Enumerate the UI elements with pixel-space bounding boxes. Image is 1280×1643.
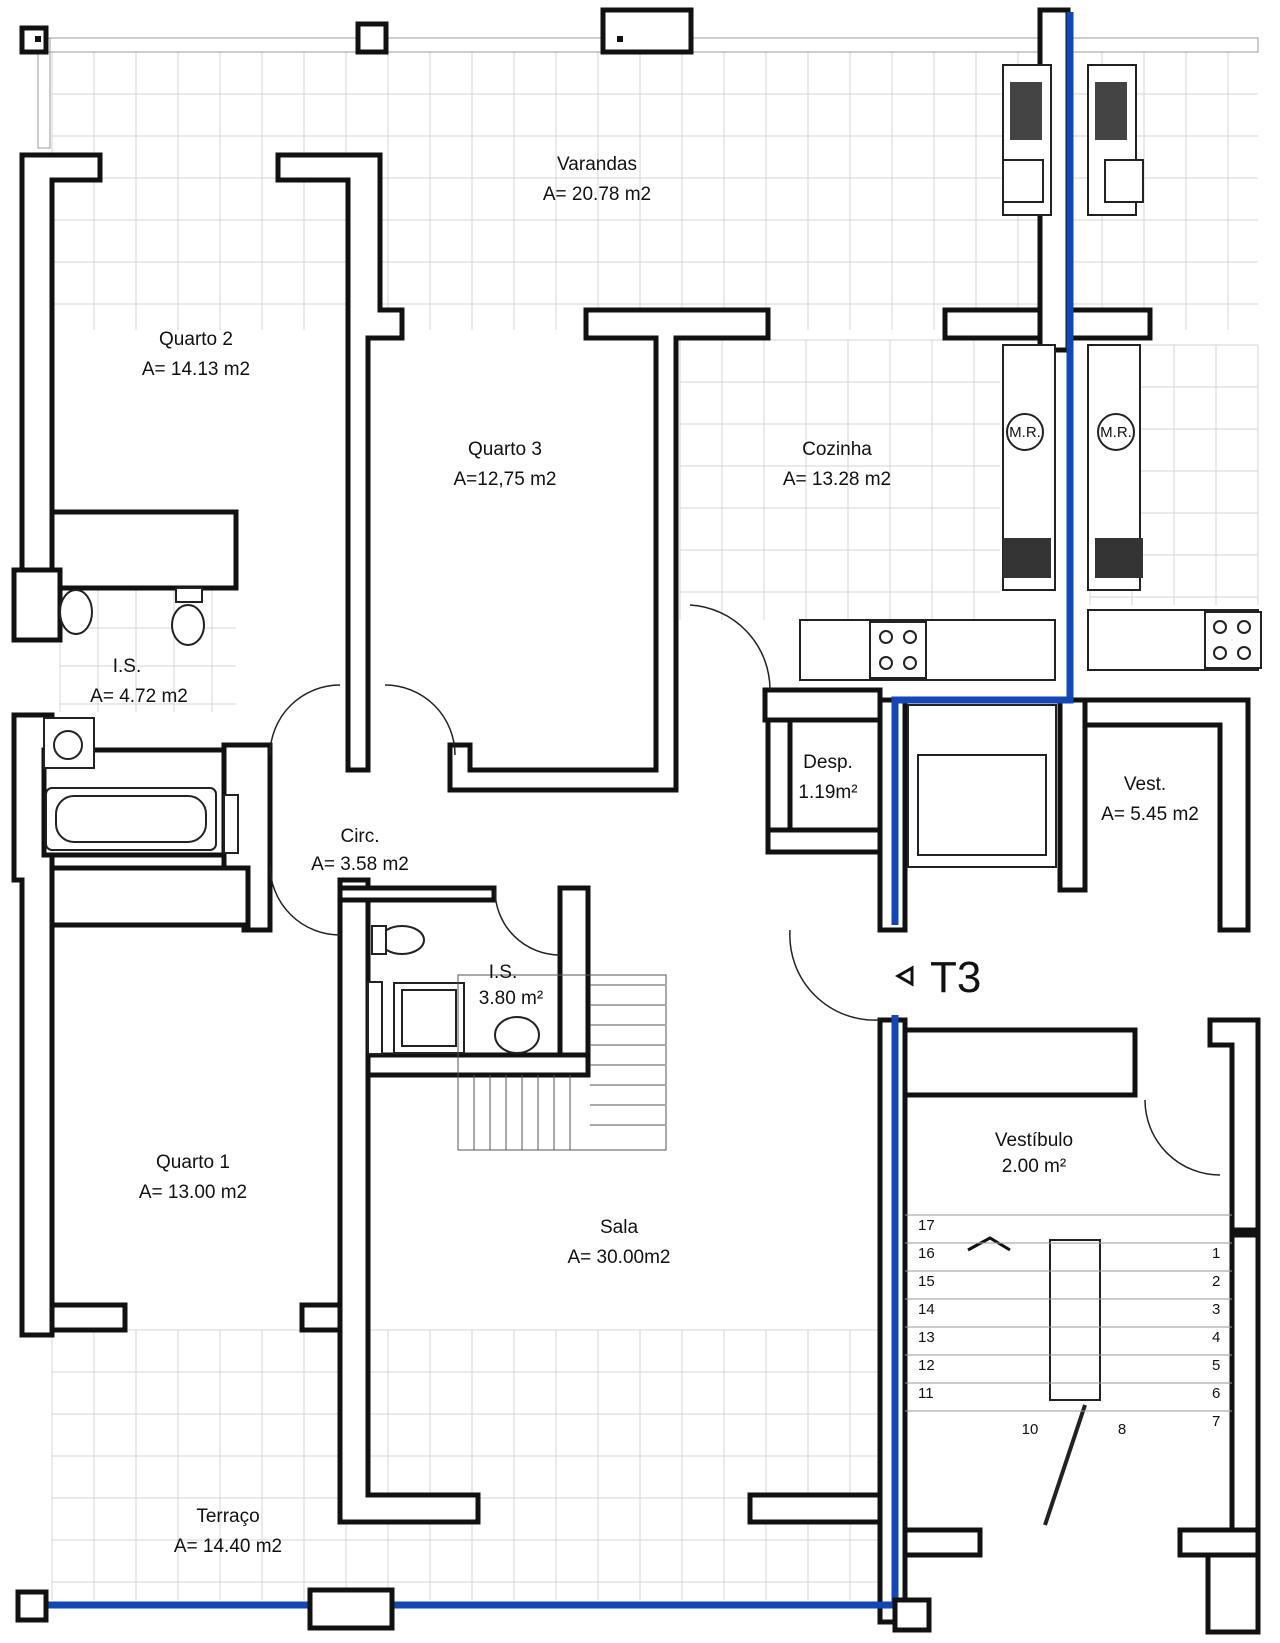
svg-text:A= 5.45 m2: A= 5.45 m2 (1101, 804, 1199, 825)
appliance-label-2: M.R. (1100, 424, 1132, 441)
room-label-quarto3: Quarto 3 A=12,75 m2 (454, 439, 557, 490)
svg-text:Sala: Sala (600, 1217, 638, 1238)
elevator (907, 704, 1057, 868)
room-label-is2: I.S. 3.80 m² (479, 962, 543, 1009)
svg-text:I.S.: I.S. (113, 656, 142, 677)
stair-step-number: 6 (1212, 1385, 1220, 1402)
room-label-is1: I.S. A= 4.72 m2 (90, 656, 188, 707)
svg-text:Quarto 2: Quarto 2 (159, 329, 233, 350)
stair-step-number: 15 (918, 1273, 935, 1290)
svg-text:Vest.: Vest. (1124, 774, 1166, 795)
bathroom-fixtures (43, 587, 540, 1055)
svg-text:A= 13.28 m2: A= 13.28 m2 (783, 469, 891, 490)
appliance-label-1: M.R. (1009, 424, 1041, 441)
stair-step-number: 14 (918, 1301, 935, 1318)
stair-step-number: 1 (1212, 1245, 1220, 1262)
balcony-railing (19, 7, 1259, 149)
room-label-quarto1: Quarto 1 A= 13.00 m2 (139, 1152, 247, 1203)
svg-text:A= 14.13 m2: A= 14.13 m2 (142, 359, 250, 380)
stair-step-number: 2 (1212, 1273, 1220, 1290)
stair-step-number: 13 (918, 1329, 935, 1346)
svg-text:A= 13.00 m2: A= 13.00 m2 (139, 1182, 247, 1203)
stair-step-number: 5 (1212, 1357, 1220, 1374)
svg-text:Terraço: Terraço (196, 1506, 259, 1527)
stair-step-number: 11 (918, 1385, 934, 1402)
building-stair (905, 1214, 1232, 1526)
walls (11, 7, 1261, 1635)
svg-text:A= 14.40 m2: A= 14.40 m2 (174, 1536, 282, 1557)
svg-text:1.19m²: 1.19m² (798, 782, 857, 803)
stair-step-number: 7 (1212, 1413, 1220, 1430)
svg-text:A= 4.72 m2: A= 4.72 m2 (90, 686, 188, 707)
svg-text:Circ.: Circ. (340, 826, 379, 847)
svg-text:Varandas: Varandas (557, 154, 637, 175)
svg-text:Quarto 1: Quarto 1 (156, 1152, 230, 1173)
svg-text:A= 30.00m2: A= 30.00m2 (568, 1247, 671, 1268)
room-label-varandas: Varandas A= 20.78 m2 (543, 154, 651, 205)
svg-text:Desp.: Desp. (803, 752, 853, 773)
unit-boundary-line (891, 12, 1074, 925)
unit-label: T3 (930, 953, 981, 1002)
svg-text:3.80 m²: 3.80 m² (479, 988, 543, 1009)
room-label-vestibulo: Vestíbulo 2.00 m² (995, 1130, 1073, 1177)
svg-text:I.S.: I.S. (489, 962, 518, 983)
kitchen-fixtures (799, 64, 1262, 681)
stair-step-number: 16 (918, 1245, 935, 1262)
svg-text:A=12,75 m2: A=12,75 m2 (454, 469, 557, 490)
svg-text:A= 20.78 m2: A= 20.78 m2 (543, 184, 651, 205)
room-label-desp: Desp. 1.19m² (798, 752, 857, 803)
stair-landing-left: 10 (1022, 1421, 1039, 1438)
stair-step-number: 12 (918, 1357, 935, 1374)
svg-text:Vestíbulo: Vestíbulo (995, 1130, 1073, 1151)
stair-step-number: 4 (1212, 1329, 1220, 1346)
svg-text:A= 3.58 m2: A= 3.58 m2 (311, 854, 409, 875)
unit-arrow-icon (894, 965, 914, 987)
svg-text:Cozinha: Cozinha (802, 439, 872, 460)
svg-text:2.00 m²: 2.00 m² (1002, 1156, 1066, 1177)
interior-stair (457, 974, 667, 1151)
door-swings (269, 604, 1221, 1176)
room-label-cozinha: Cozinha A= 13.28 m2 (783, 439, 891, 490)
svg-text:Quarto 3: Quarto 3 (468, 439, 542, 460)
stair-step-number: 3 (1212, 1301, 1220, 1318)
room-label-terraco: Terraço A= 14.40 m2 (174, 1506, 282, 1557)
room-label-quarto2: Quarto 2 A= 14.13 m2 (142, 329, 250, 380)
room-label-circ: Circ. A= 3.58 m2 (311, 826, 409, 875)
stair-step-number: 17 (918, 1217, 935, 1234)
room-label-sala: Sala A= 30.00m2 (568, 1217, 671, 1268)
room-label-vest: Vest. A= 5.45 m2 (1101, 774, 1199, 825)
stair-landing-right: 8 (1118, 1421, 1126, 1438)
